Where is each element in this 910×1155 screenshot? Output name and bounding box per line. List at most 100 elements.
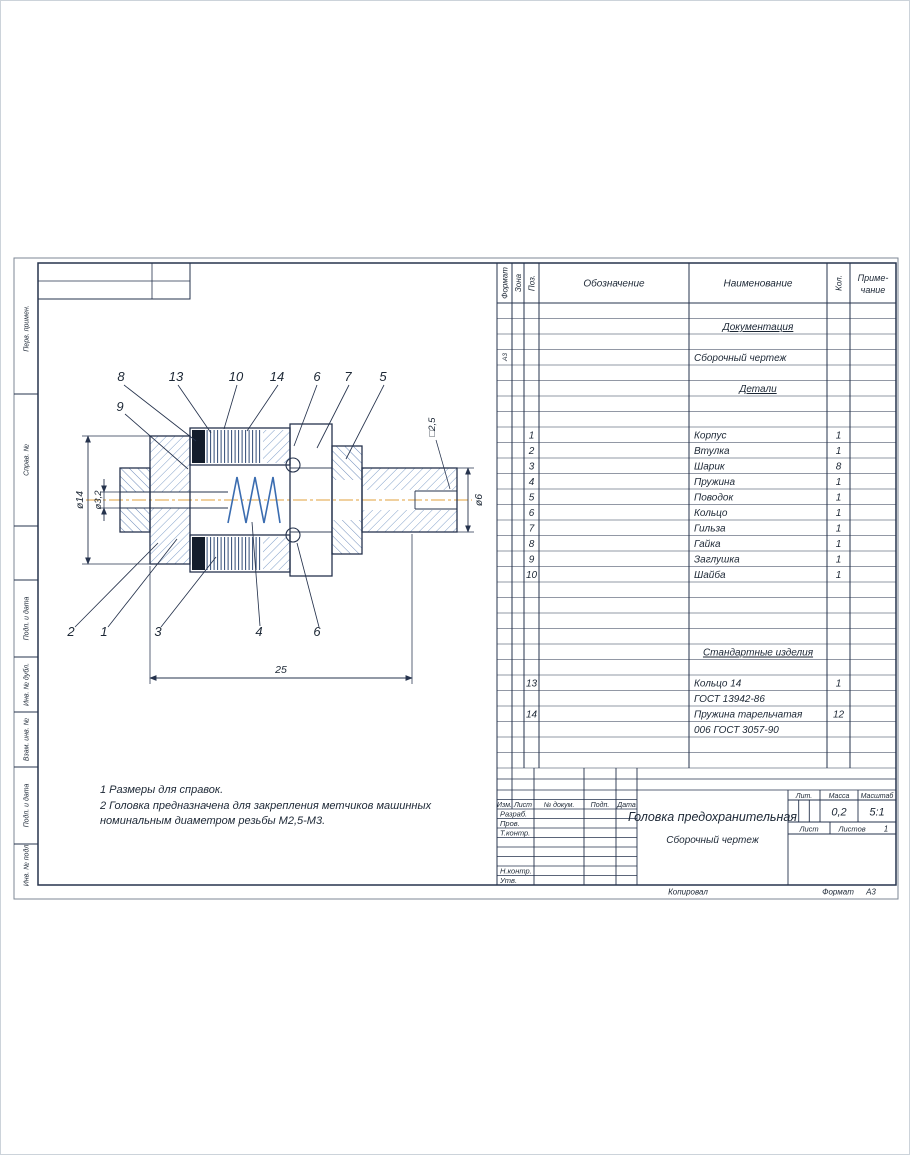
item-pos: 7 bbox=[529, 524, 535, 535]
item-name-line2: ГОСТ 13942-86 bbox=[694, 694, 765, 705]
left-margin-stamps: Перв. примен. Справ. № Подп. и дата Инв.… bbox=[14, 305, 38, 886]
stamp-vzam-inv: Взам. инв. № bbox=[24, 717, 31, 761]
item-name: Корпус bbox=[694, 431, 727, 442]
spec-section-details: Детали bbox=[738, 384, 777, 395]
spec-item-row: 1 Корпус 1 bbox=[529, 431, 842, 442]
tb-col-izm: Изм. bbox=[497, 802, 512, 809]
item-name: Кольцо 14 bbox=[694, 679, 742, 690]
item-pos: 5 bbox=[529, 493, 535, 504]
item-name: Гильза bbox=[694, 524, 726, 535]
callout-13: 13 bbox=[169, 369, 184, 384]
callout-14: 14 bbox=[270, 369, 284, 384]
tb-row-razrab: Разраб. bbox=[500, 809, 527, 818]
item-qty: 1 bbox=[836, 539, 842, 550]
part-body-flange bbox=[149, 435, 191, 565]
dim-d14-label: ø14 bbox=[74, 491, 86, 509]
callout-3: 3 bbox=[154, 624, 162, 639]
tb-row-nkontr: Н.контр. bbox=[500, 866, 532, 875]
tb-sheets-label: Листов bbox=[837, 825, 865, 834]
item-name-line2: 006 ГОСТ 3057-90 bbox=[694, 725, 779, 736]
callout-1: 1 bbox=[100, 624, 107, 639]
callout-9: 9 bbox=[116, 399, 123, 414]
item-pos: 8 bbox=[529, 539, 535, 550]
item-qty: 1 bbox=[836, 431, 842, 442]
footer-copied: Копировал bbox=[668, 888, 708, 897]
item-pos: 13 bbox=[526, 679, 538, 690]
stamp-sprav-no: Справ. № bbox=[24, 444, 31, 476]
callout-5: 5 bbox=[379, 369, 387, 384]
spec-item-row: 4 Пружина 1 bbox=[529, 477, 842, 488]
spec-table-grid bbox=[496, 263, 896, 885]
tb-row-tkontr: Т.контр. bbox=[500, 828, 530, 837]
spec-table: Формат Зона Поз. Обозначение Наименовани… bbox=[496, 263, 896, 885]
dim-length-25: 25 bbox=[149, 534, 413, 684]
dim-square-label: □2,5 bbox=[427, 417, 438, 437]
part-sleeve bbox=[119, 467, 151, 533]
ball-bottom bbox=[285, 527, 301, 543]
dim-d14: ø14 bbox=[74, 435, 150, 565]
item-pos: 2 bbox=[528, 446, 535, 457]
spec-section-documentation: Документация bbox=[722, 322, 794, 333]
item-qty: 8 bbox=[836, 462, 842, 473]
ball-top bbox=[285, 457, 301, 473]
tb-col-sign: Подп. bbox=[591, 801, 610, 809]
item-qty: 1 bbox=[836, 524, 842, 535]
part-housing-bottom-wall bbox=[189, 534, 291, 573]
tb-col-doc: № докум. bbox=[544, 801, 575, 809]
item-qty: 1 bbox=[836, 508, 842, 519]
spec-header-note-line1: Приме- bbox=[858, 273, 889, 283]
spec-item-row: 10 Шайба 1 bbox=[526, 569, 841, 581]
spec-doc-format: А3 bbox=[502, 353, 509, 362]
spec-header-qty: Кол. bbox=[835, 275, 844, 291]
item-qty: 12 bbox=[833, 710, 845, 721]
dimensions: ø14 ø3,2 ø6 25 □2,5 bbox=[74, 417, 485, 684]
tb-lit-label: Лит. bbox=[795, 793, 812, 800]
spec-item-row: 8 Гайка 1 bbox=[529, 539, 842, 550]
item-pos: 9 bbox=[529, 555, 535, 566]
tb-sheets-value: 1 bbox=[884, 825, 888, 834]
technical-notes: 1 Размеры для справок. 2 Головка предназ… bbox=[99, 784, 432, 827]
item-qty: 1 bbox=[836, 679, 842, 690]
tb-document-title: Головка предохранительная bbox=[628, 810, 797, 824]
dim-d6-label: ø6 bbox=[473, 494, 485, 506]
item-pos: 1 bbox=[529, 431, 535, 442]
dim-d32-label: ø3,2 bbox=[93, 490, 104, 510]
item-pos: 4 bbox=[529, 477, 535, 488]
stamp-podp-data-2: Подп. и дата bbox=[23, 783, 31, 827]
spec-standard-row: 14 Пружина тарельчатая 12 006 ГОСТ 3057-… bbox=[526, 710, 845, 737]
dim-d6: ø6 bbox=[457, 467, 485, 533]
dim-25-label: 25 bbox=[274, 664, 287, 676]
tb-document-type: Сборочный чертеж bbox=[666, 834, 760, 846]
tb-col-list: Лист bbox=[513, 802, 532, 809]
dim-d32: ø3,2 bbox=[93, 479, 120, 521]
footer-format-label: Формат bbox=[822, 888, 854, 897]
item-name: Пружина тарельчатая bbox=[694, 710, 803, 721]
footer-format-value: А3 bbox=[865, 888, 876, 897]
spec-table-rows: Документация А3 Сборочный чертеж Детали … bbox=[502, 322, 844, 736]
item-name: Заглушка bbox=[694, 555, 740, 566]
callout-6-bottom: 6 bbox=[313, 624, 321, 639]
tb-mass-label: Масса bbox=[829, 793, 850, 800]
tb-scale-value: 5:1 bbox=[869, 807, 884, 819]
tb-mass-value: 0,2 bbox=[831, 807, 846, 819]
item-qty: 1 bbox=[836, 493, 842, 504]
part-shaft bbox=[361, 467, 458, 533]
callout-leaders bbox=[74, 384, 385, 628]
callout-4: 4 bbox=[255, 624, 262, 639]
sheet-footer: Копировал Формат А3 bbox=[668, 888, 876, 897]
tb-scale-label: Масштаб bbox=[861, 792, 895, 800]
sheet-frame bbox=[37, 262, 897, 886]
square-hole bbox=[414, 490, 457, 510]
item-pos: 14 bbox=[526, 710, 538, 721]
spec-item-row: 9 Заглушка 1 bbox=[529, 555, 842, 566]
part-housing-top-wall bbox=[189, 427, 291, 466]
item-pos: 6 bbox=[529, 508, 535, 519]
note-line-3: номинальным диаметром резьбы М2,5-М3. bbox=[100, 815, 325, 827]
dim-square-25: □2,5 bbox=[427, 417, 451, 490]
spec-item-row: 2 Втулка 1 bbox=[528, 446, 842, 457]
tb-col-date: Дата bbox=[616, 802, 636, 809]
item-pos: 3 bbox=[529, 462, 535, 473]
spec-header-designation: Обозначение bbox=[583, 278, 645, 290]
